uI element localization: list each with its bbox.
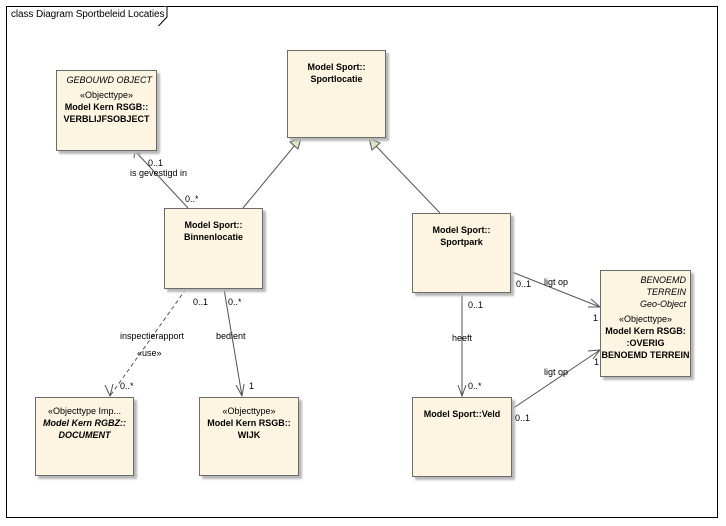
wijk-name-2: WIJK bbox=[237, 430, 261, 440]
class-wijk[interactable]: «Objecttype» Model Kern RSGB:: WIJK bbox=[199, 397, 299, 476]
wijk-name-1: Model Kern RSGB:: bbox=[207, 418, 291, 428]
dependency-inspectie bbox=[104, 288, 187, 398]
frame-title: class Diagram Sportbeleid Locaties bbox=[11, 9, 165, 20]
generalization-sportpark bbox=[368, 137, 441, 214]
heeft-label: heeft bbox=[452, 333, 473, 343]
ligt-op-park-src-mult: 0..1 bbox=[516, 279, 532, 289]
bedient-dst-mult: 1 bbox=[249, 381, 255, 391]
overig-tag-2: Geo-Object bbox=[639, 299, 686, 309]
bedient-label: bedient bbox=[216, 331, 246, 341]
association-ligt-op-veld bbox=[511, 349, 602, 410]
verblijfsobject-name-1: Model Kern RSGB:: bbox=[64, 102, 149, 112]
binnenlocatie-name-1: Model Sport:: bbox=[184, 220, 243, 230]
class-sportpark[interactable]: Model Sport:: Sportpark bbox=[412, 213, 511, 293]
class-sportlocatie[interactable]: Model Sport:: Sportlocatie bbox=[287, 50, 386, 138]
inspectie-stereotype: «use» bbox=[137, 348, 162, 358]
class-overig-benoemd-terrein[interactable]: BENOEMD TERREIN Geo-Object «Objecttype» … bbox=[600, 270, 691, 377]
bedient-src-mult: 0..* bbox=[228, 297, 242, 307]
sportlocatie-name-2: Sportlocatie bbox=[310, 74, 363, 84]
gevestigd-dst-mult: 0..1 bbox=[148, 158, 164, 168]
class-binnenlocatie[interactable]: Model Sport:: Binnenlocatie bbox=[164, 208, 263, 289]
overig-name-1: Model Kern RSGB: bbox=[605, 326, 686, 336]
class-veld[interactable]: Model Sport::Veld bbox=[412, 397, 512, 477]
document-name-1: Model Kern RGBZ:: bbox=[43, 418, 126, 428]
overig-tag-1: BENOEMD TERREIN bbox=[640, 275, 686, 297]
wijk-stereotype: «Objecttype» bbox=[222, 406, 276, 416]
overig-name-3: BENOEMD TERREIN bbox=[601, 350, 690, 360]
ligt-op-park-label: ligt op bbox=[544, 277, 569, 287]
overig-name-2: :OVERIG bbox=[626, 338, 665, 348]
overig-stereotype: «Objecttype» bbox=[618, 314, 673, 324]
verblijfsobject-tag: GEBOUWD OBJECT bbox=[66, 75, 152, 85]
inspectie-label: inspectierapport bbox=[120, 331, 185, 341]
generalization-binnenlocatie bbox=[242, 137, 302, 209]
document-name-2: DOCUMENT bbox=[58, 430, 111, 440]
verblijfsobject-stereotype: «Objecttype» bbox=[79, 90, 134, 100]
heeft-dst-mult: 0..* bbox=[468, 381, 482, 391]
association-gevestigd bbox=[133, 150, 189, 209]
gevestigd-label: is gevestigd in bbox=[130, 168, 188, 178]
ligt-op-veld-src-mult: 0..1 bbox=[515, 413, 531, 423]
inspectie-dst-mult: 0..* bbox=[120, 381, 134, 391]
heeft-src-mult: 0..1 bbox=[468, 300, 484, 310]
sportlocatie-name-1: Model Sport:: bbox=[307, 62, 366, 72]
association-bedient bbox=[223, 288, 245, 398]
diagram-frame bbox=[6, 6, 718, 518]
class-document[interactable]: «Objecttype Imp... Model Kern RGBZ:: DOC… bbox=[35, 397, 134, 476]
gevestigd-src-mult: 0..* bbox=[185, 194, 199, 204]
class-verblijfsobject[interactable]: GEBOUWD OBJECT «Objecttype» Model Kern R… bbox=[56, 70, 157, 151]
ligt-op-veld-label: ligt op bbox=[544, 367, 569, 377]
ligt-op-veld-dst-mult: 1 bbox=[594, 357, 600, 367]
verblijfsobject-name-2: VERBLIJFSOBJECT bbox=[63, 114, 150, 124]
frame-title-tab bbox=[6, 6, 168, 26]
sportpark-name-2: Sportpark bbox=[440, 237, 483, 247]
inspectie-src-mult: 0..1 bbox=[193, 297, 209, 307]
sportpark-name-1: Model Sport:: bbox=[432, 225, 491, 235]
ligt-op-park-dst-mult: 1 bbox=[593, 313, 599, 323]
association-heeft bbox=[457, 293, 467, 398]
binnenlocatie-name-2: Binnenlocatie bbox=[183, 232, 243, 242]
veld-name-1: Model Sport::Veld bbox=[423, 409, 501, 419]
document-stereotype: «Objecttype Imp... bbox=[47, 406, 122, 416]
